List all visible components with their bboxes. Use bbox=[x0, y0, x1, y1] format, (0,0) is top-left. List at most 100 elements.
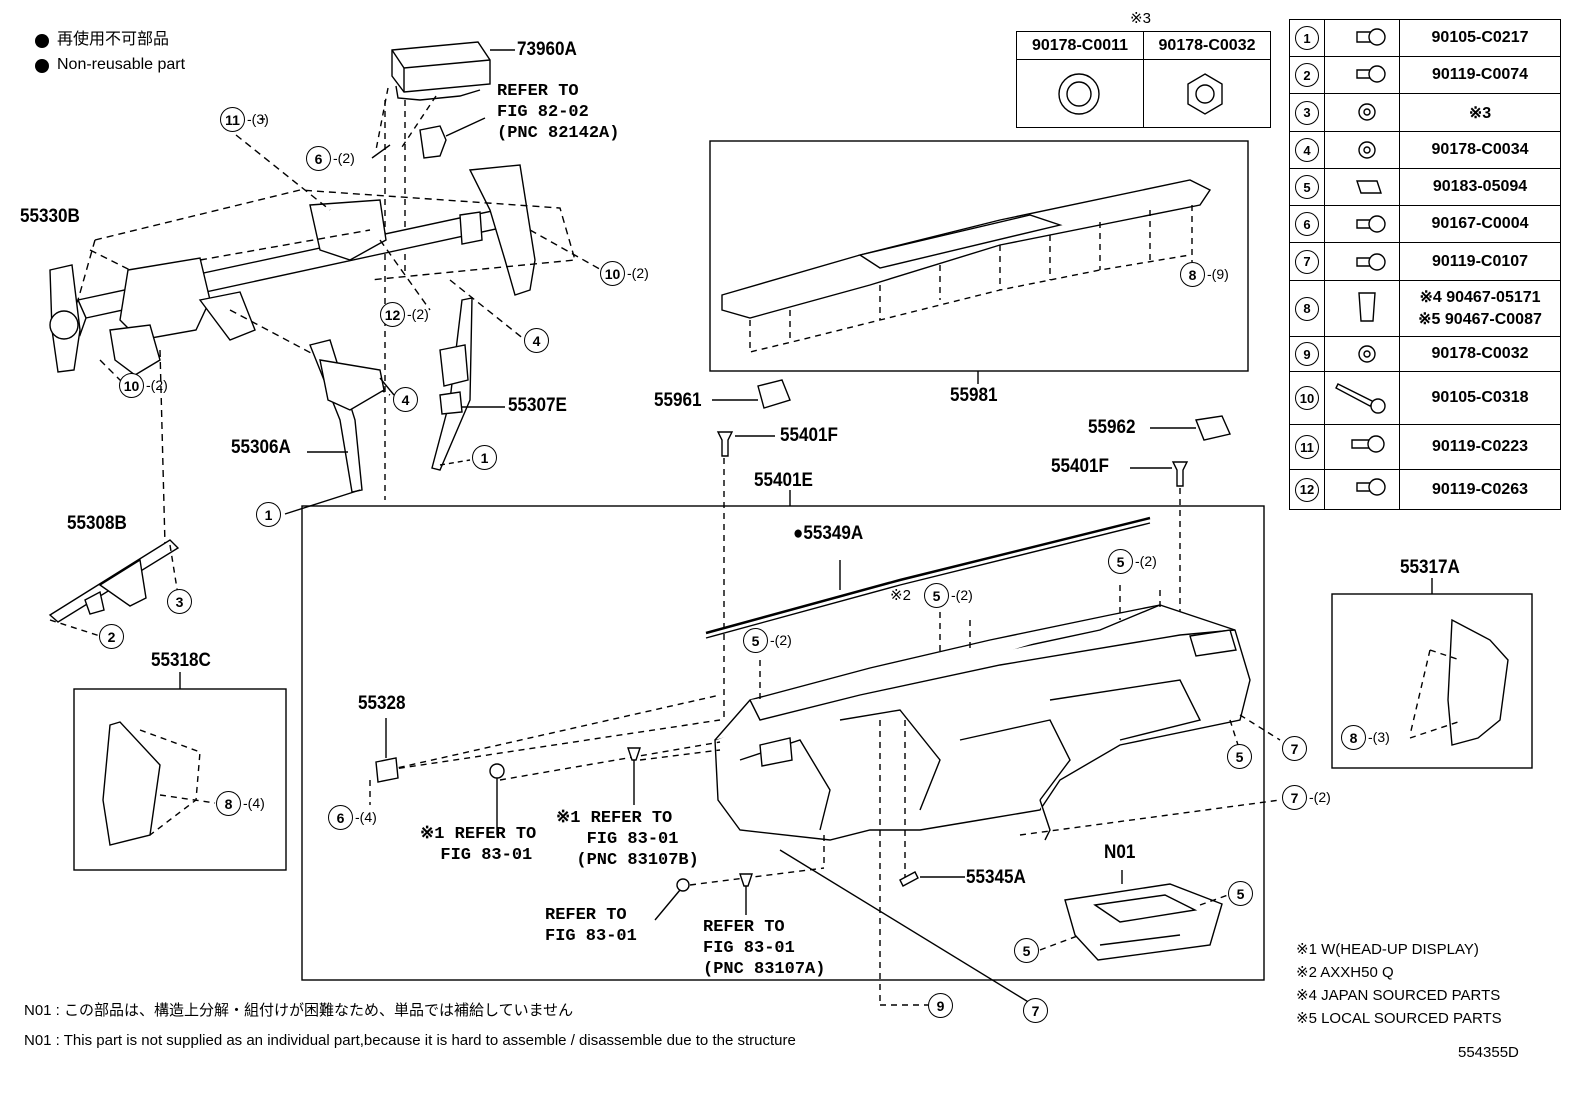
callout-qty: -(2) bbox=[951, 587, 973, 603]
fastener-code[interactable]: 90105-C0318 bbox=[1399, 371, 1561, 425]
callout-7: 7 bbox=[1023, 998, 1048, 1023]
callout-12: 12 bbox=[380, 302, 405, 327]
nut-table-mark: ※3 bbox=[1130, 10, 1151, 27]
row-number: 6 bbox=[1295, 212, 1319, 236]
bolt-icon bbox=[1324, 19, 1400, 57]
part-55307E[interactable]: 55307E bbox=[508, 395, 567, 416]
fastener-code[interactable]: ※5 90467-C0087 bbox=[1418, 310, 1542, 328]
fastener-code[interactable]: 90119-C0107 bbox=[1399, 242, 1561, 281]
part-55308B[interactable]: 55308B bbox=[67, 513, 127, 534]
part-55318C[interactable]: 55318C bbox=[151, 650, 211, 671]
nut-code: 90178-C0032 bbox=[1143, 31, 1271, 60]
row-number: 11 bbox=[1295, 435, 1319, 459]
legend-en: Non-reusable part bbox=[57, 56, 186, 73]
bracket-55308B-drawing bbox=[48, 539, 180, 623]
footnote-4: ※4 JAPAN SOURCED PARTS bbox=[1296, 987, 1501, 1004]
footnote-2: ※2 AXXH50 Q bbox=[1296, 964, 1394, 981]
row-number: 2 bbox=[1295, 63, 1319, 87]
fastener-row: 8 ※4 90467-05171 ※5 90467-C0087 bbox=[1289, 280, 1561, 337]
callout-1: 1 bbox=[472, 445, 497, 470]
refer-fig-83-01-c[interactable]: REFER TO FIG 83-01 bbox=[545, 906, 637, 946]
star2-mark: ※2 bbox=[890, 587, 911, 604]
fastener-code[interactable]: ※4 90467-05171 bbox=[1419, 288, 1541, 306]
clip-nut-icon bbox=[1324, 168, 1400, 206]
note-jp: N01 : この部品は、構造上分解・組付けが困難なため、単品では補給していません bbox=[24, 1002, 574, 1019]
row-number: 10 bbox=[1295, 386, 1319, 410]
row-number: 3 bbox=[1295, 100, 1319, 125]
fastener-code[interactable]: 90167-C0004 bbox=[1399, 205, 1561, 243]
refer-fig-82-02[interactable]: REFER TO FIG 82-02 (PNC 82142A) bbox=[497, 82, 620, 143]
bolt-icon bbox=[1324, 242, 1400, 281]
row-number: 5 bbox=[1295, 175, 1319, 199]
fastener-row: 11 90119-C0223 bbox=[1289, 424, 1561, 470]
fastener-code[interactable]: 90119-C0074 bbox=[1399, 56, 1561, 94]
nut-image-cell bbox=[1143, 59, 1271, 128]
fastener-code[interactable]: 90119-C0263 bbox=[1399, 469, 1561, 510]
fastener-row: 2 90119-C0074 bbox=[1289, 56, 1561, 94]
callout-4: 4 bbox=[393, 387, 418, 412]
fastener-code[interactable]: ※3 bbox=[1399, 93, 1561, 132]
fastener-row: 1 90105-C0217 bbox=[1289, 19, 1561, 57]
hole-cover-drawing bbox=[757, 379, 791, 409]
part-N01[interactable]: N01 bbox=[1104, 842, 1136, 863]
refer-fig-83-01-d[interactable]: REFER TO FIG 83-01 (PNC 83107A) bbox=[703, 918, 826, 979]
bolt-icon bbox=[1324, 56, 1400, 94]
fastener-code[interactable]: 90178-C0032 bbox=[1399, 336, 1561, 372]
part-55345A[interactable]: 55345A bbox=[966, 867, 1026, 888]
callout-2: 2 bbox=[99, 624, 124, 649]
fastener-row: 5 90183-05094 bbox=[1289, 168, 1561, 206]
fastener-row: 10 90105-C0318 bbox=[1289, 371, 1561, 425]
fastener-code[interactable]: 90105-C0217 bbox=[1399, 19, 1561, 57]
callout-5: 5 bbox=[1108, 549, 1133, 574]
row-number: 8 bbox=[1295, 296, 1319, 321]
callout-8: 8 bbox=[216, 791, 241, 816]
part-73960A[interactable]: 73960A bbox=[517, 39, 577, 60]
refer-fig-83-01-a[interactable]: ※1 REFER TO FIG 83-01 bbox=[420, 825, 537, 865]
callout-9: 9 bbox=[928, 993, 953, 1018]
fastener-code[interactable]: 90178-C0034 bbox=[1399, 131, 1561, 169]
part-55330B[interactable]: 55330B bbox=[20, 206, 80, 227]
callout-qty: -(4) bbox=[355, 809, 377, 825]
callout-3: 3 bbox=[167, 589, 192, 614]
callout-qty: -(9) bbox=[1207, 266, 1229, 282]
clip-icon bbox=[1324, 280, 1400, 337]
part-55962[interactable]: 55962 bbox=[1088, 417, 1136, 438]
callout-qty: -(3) bbox=[1368, 729, 1390, 745]
footnote-5: ※5 LOCAL SOURCED PARTS bbox=[1296, 1010, 1502, 1027]
bolt-icon bbox=[1324, 205, 1400, 243]
nut-table: 90178-C0011 90178-C0032 bbox=[1016, 31, 1271, 128]
part-55306A[interactable]: 55306A bbox=[231, 437, 291, 458]
fastener-code[interactable]: 90119-C0223 bbox=[1399, 424, 1561, 470]
part-55349A[interactable]: ●55349A bbox=[793, 523, 864, 544]
callout-10: 10 bbox=[119, 373, 144, 398]
bullet-icon bbox=[35, 34, 49, 48]
row-number: 7 bbox=[1295, 249, 1319, 274]
side-cover-right-drawing bbox=[1447, 618, 1509, 746]
row-number: 1 bbox=[1295, 26, 1319, 50]
callout-4: 4 bbox=[524, 328, 549, 353]
fastener-code[interactable]: 90183-05094 bbox=[1399, 168, 1561, 206]
part-55401F-right[interactable]: 55401F bbox=[1051, 456, 1110, 477]
part-55328[interactable]: 55328 bbox=[358, 693, 406, 714]
long-bolt-icon bbox=[1324, 371, 1400, 425]
bullet-icon bbox=[35, 59, 49, 73]
fastener-row: 7 90119-C0107 bbox=[1289, 242, 1561, 281]
defroster-garnish-drawing bbox=[721, 179, 1212, 319]
part-55981[interactable]: 55981 bbox=[950, 385, 998, 406]
reinforcement-beam-drawing bbox=[49, 164, 536, 376]
callout-qty: -(2) bbox=[333, 150, 355, 166]
legend-jp: 再使用不可部品 bbox=[57, 31, 170, 48]
bracket-drawing bbox=[419, 125, 447, 159]
nut-icon bbox=[1324, 93, 1400, 132]
callout-7: 7 bbox=[1282, 736, 1307, 761]
nut-code: 90178-C0011 bbox=[1016, 31, 1144, 60]
callout-qty: -(2) bbox=[407, 306, 429, 322]
part-55401F-left[interactable]: 55401F bbox=[780, 425, 839, 446]
callout-8: 8 bbox=[1180, 262, 1205, 287]
part-55961[interactable]: 55961 bbox=[654, 390, 702, 411]
part-55401E[interactable]: 55401E bbox=[754, 470, 813, 491]
part-55317A[interactable]: 55317A bbox=[1400, 557, 1460, 578]
refer-fig-83-01-b[interactable]: ※1 REFER TO FIG 83-01 (PNC 83107B) bbox=[556, 809, 699, 870]
